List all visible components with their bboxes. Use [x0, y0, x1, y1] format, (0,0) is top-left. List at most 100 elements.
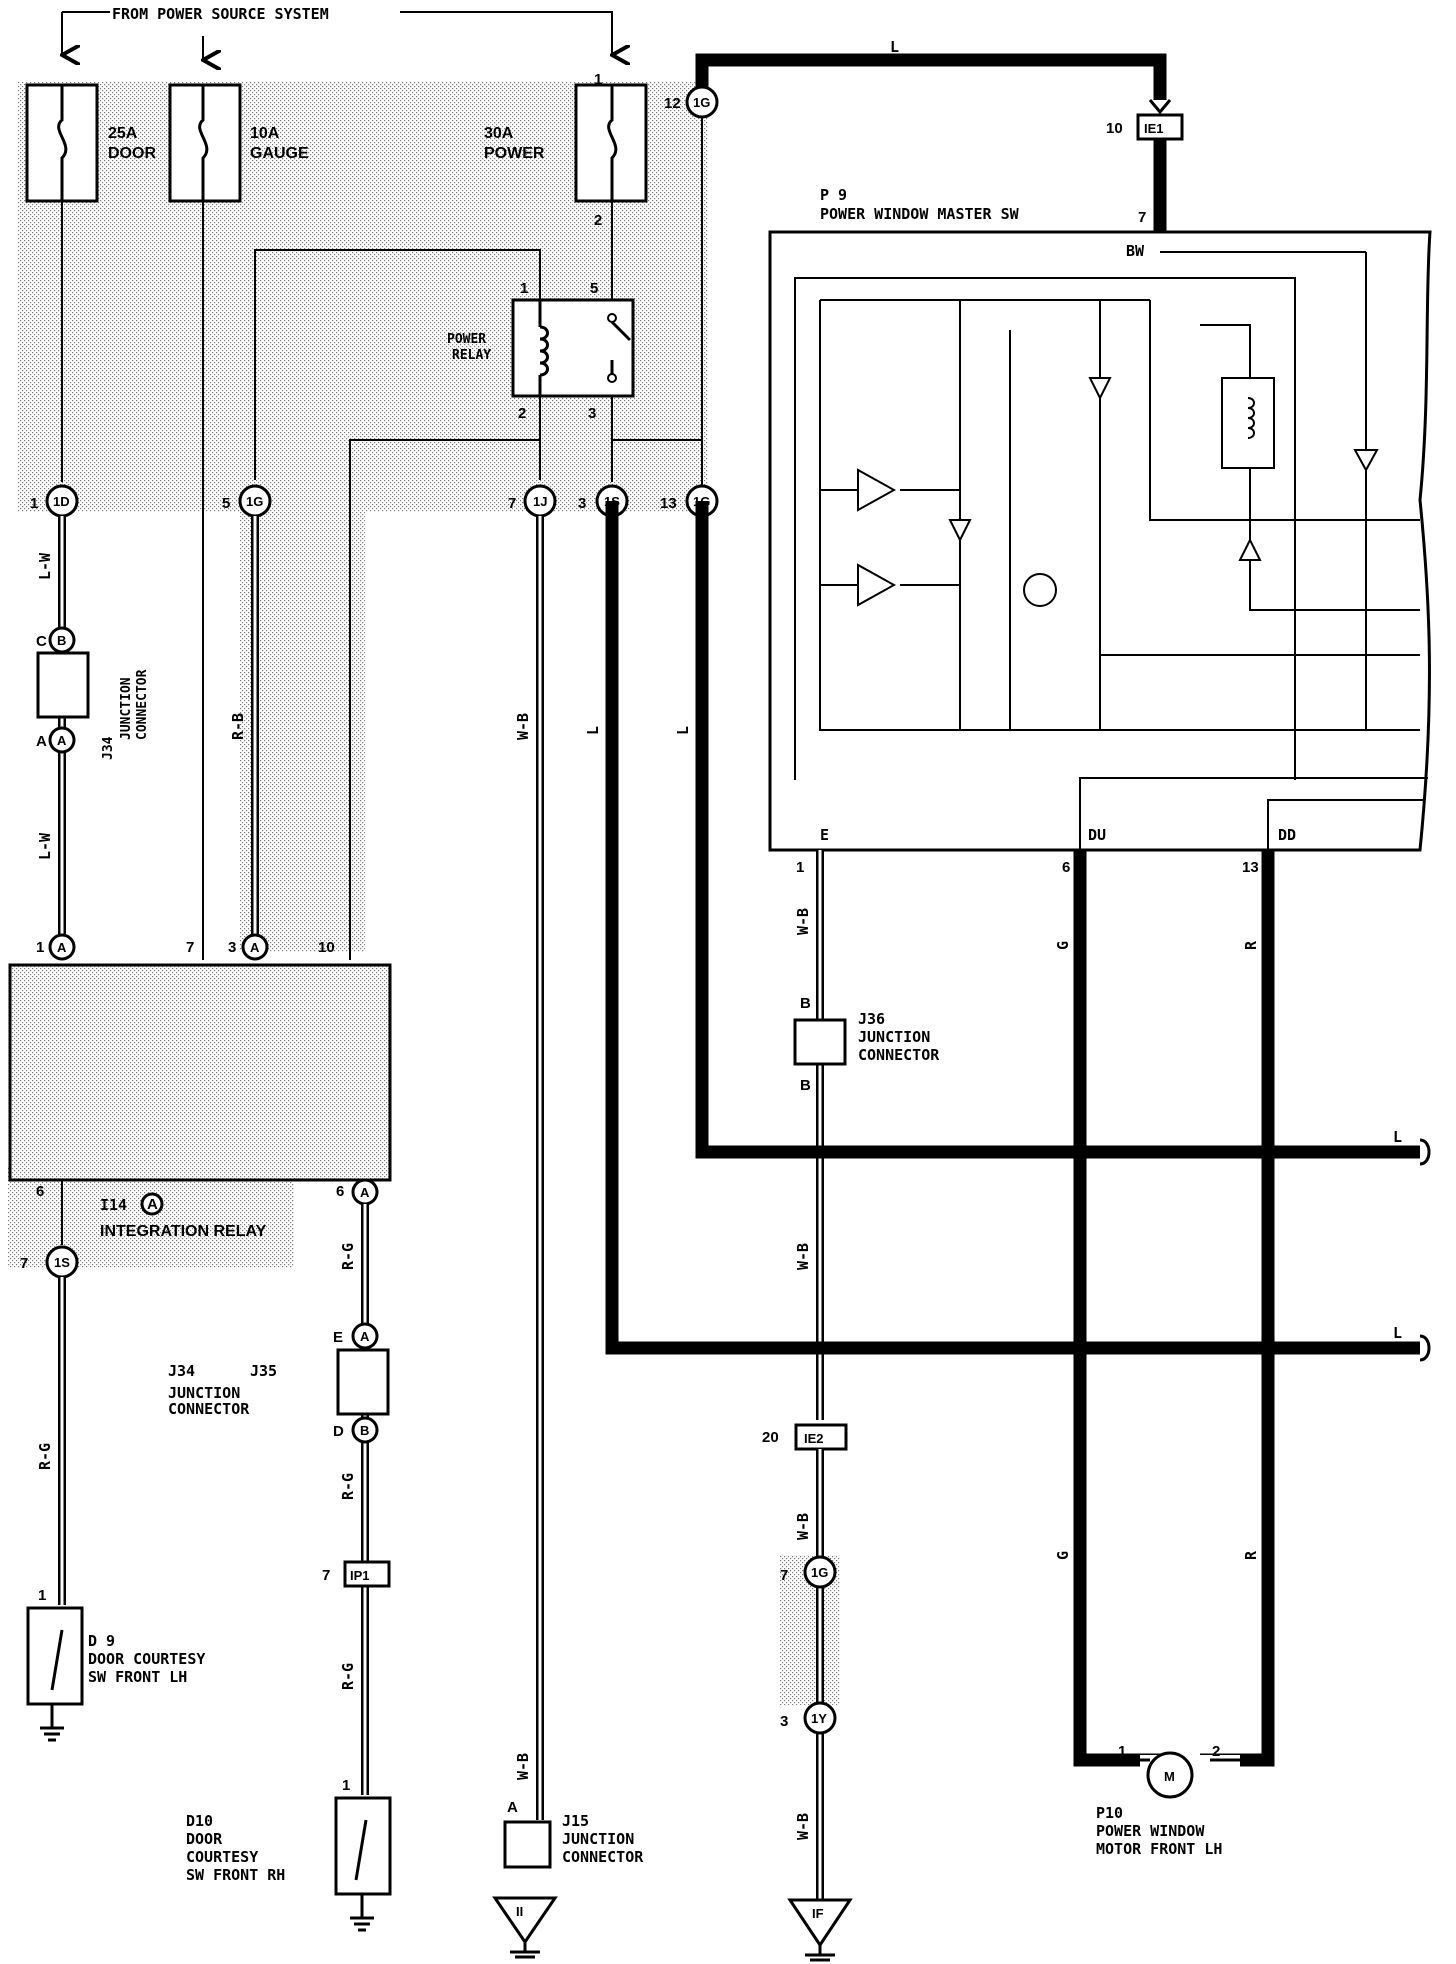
svg-text:2: 2	[518, 405, 526, 422]
svg-text:G: G	[1054, 1551, 1072, 1560]
svg-text:R-G: R-G	[36, 1443, 54, 1470]
svg-text:POWER WINDOW: POWER WINDOW	[1096, 1822, 1205, 1840]
svg-text:1: 1	[796, 859, 804, 876]
svg-text:A: A	[360, 1185, 370, 1200]
svg-text:1J: 1J	[533, 494, 547, 509]
svg-text:POWER: POWER	[484, 145, 545, 162]
svg-text:W-B: W-B	[794, 908, 812, 935]
svg-text:J34: J34	[101, 736, 116, 760]
svg-text:1G: 1G	[246, 494, 263, 509]
power-window-master-switch: P 9 POWER WINDOW MASTER SW BW E DU DD	[768, 186, 1432, 852]
svg-text:CONNECTOR: CONNECTOR	[562, 1848, 644, 1866]
svg-text:DD: DD	[1278, 826, 1296, 844]
svg-text:D10: D10	[186, 1812, 213, 1830]
fuse-25a-door: 25A DOOR	[25, 83, 156, 203]
door-courtesy-switch-d9: 1 D 9 DOOR COURTESY SW FRONT LH	[26, 1587, 205, 1742]
svg-text:CONNECTOR: CONNECTOR	[168, 1400, 250, 1418]
svg-text:W-B: W-B	[794, 1513, 812, 1540]
svg-text:10: 10	[318, 939, 335, 956]
svg-text:B: B	[800, 1077, 811, 1094]
svg-text:A: A	[507, 1799, 518, 1816]
connector-1g-5: 1G 5	[222, 484, 272, 518]
svg-text:1: 1	[36, 939, 44, 956]
svg-text:CONNECTOR: CONNECTOR	[135, 669, 150, 740]
svg-text:BW: BW	[1126, 242, 1145, 260]
svg-text:DOOR: DOOR	[108, 145, 156, 162]
svg-text:E: E	[820, 826, 829, 844]
svg-text:A: A	[360, 1329, 370, 1344]
svg-text:L: L	[890, 38, 899, 56]
svg-text:B: B	[360, 1423, 369, 1438]
svg-text:DU: DU	[1088, 826, 1106, 844]
connector-ie1: IE1 10	[1106, 99, 1184, 141]
svg-text:B: B	[800, 995, 811, 1012]
svg-text:3: 3	[228, 939, 236, 956]
svg-text:1Y: 1Y	[811, 1711, 827, 1726]
connector-1y: 1Y 3	[780, 1701, 837, 1735]
connector-1s-7: 1S 7	[20, 1245, 79, 1279]
power-relay: POWER RELAY 1 5 2 3	[447, 280, 635, 422]
svg-text:1: 1	[1118, 1743, 1126, 1760]
svg-text:R-G: R-G	[339, 1663, 357, 1690]
svg-text:COURTESY: COURTESY	[186, 1848, 258, 1866]
svg-text:E: E	[333, 1329, 343, 1346]
svg-text:J34: J34	[168, 1362, 195, 1380]
shaded-junction-block	[8, 82, 840, 1705]
svg-text:A: A	[57, 940, 67, 955]
connector-1g-7: 1G 7	[780, 1555, 837, 1589]
svg-text:C: C	[36, 633, 47, 650]
svg-text:1: 1	[38, 1587, 46, 1604]
svg-text:IF: IF	[812, 1906, 824, 1921]
svg-text:JUNCTION: JUNCTION	[858, 1028, 930, 1046]
svg-text:W-B: W-B	[794, 1243, 812, 1270]
power-window-motor-p10: M 1 2 P10 POWER WINDOW MOTOR FRONT LH	[1096, 1743, 1248, 1858]
connector-1j: 1J 7	[508, 484, 557, 518]
svg-text:M: M	[1164, 1769, 1175, 1784]
svg-text:7: 7	[186, 939, 194, 956]
svg-text:I14: I14	[100, 1196, 127, 1214]
svg-text:MOTOR FRONT LH: MOTOR FRONT LH	[1096, 1840, 1222, 1858]
svg-text:A: A	[36, 733, 47, 750]
svg-text:INTEGRATION RELAY: INTEGRATION RELAY	[100, 1223, 267, 1240]
svg-text:P10: P10	[1096, 1804, 1123, 1822]
svg-text:JUNCTION: JUNCTION	[562, 1830, 634, 1848]
connector-1d: 1D 1	[30, 484, 79, 518]
svg-text:L: L	[1393, 1128, 1402, 1146]
svg-text:10: 10	[1106, 120, 1123, 137]
svg-text:R-B: R-B	[229, 713, 247, 740]
svg-text:J36: J36	[858, 1010, 885, 1028]
svg-text:IE2: IE2	[804, 1431, 824, 1446]
svg-text:POWER: POWER	[447, 332, 486, 347]
svg-text:2: 2	[594, 212, 602, 229]
svg-text:IE1: IE1	[1144, 121, 1164, 136]
svg-text:GAUGE: GAUGE	[250, 145, 309, 162]
ground-if: IF	[787, 1898, 853, 1962]
svg-text:L: L	[1393, 1324, 1402, 1342]
svg-text:J15: J15	[562, 1812, 589, 1830]
svg-text:1S: 1S	[54, 1255, 70, 1270]
svg-text:JUNCTION: JUNCTION	[168, 1384, 240, 1402]
svg-text:D 9: D 9	[88, 1632, 115, 1650]
svg-text:10A: 10A	[250, 125, 280, 142]
svg-text:1: 1	[342, 1777, 350, 1794]
svg-text:L: L	[674, 726, 692, 735]
svg-text:25A: 25A	[108, 125, 138, 142]
source-label: FROM POWER SOURCE SYSTEM	[112, 5, 329, 23]
svg-text:L-W: L-W	[36, 552, 54, 580]
fuse-10a-gauge: 10A GAUGE	[168, 83, 309, 203]
door-courtesy-switch-d10: 1 D10 DOOR COURTESY SW FRONT RH	[186, 1777, 392, 1932]
svg-text:7: 7	[20, 1255, 28, 1272]
svg-text:13: 13	[1242, 859, 1259, 876]
integration-relay: A 1 A 3 7 10 6 A 6 I14 A INTEGRATION REL…	[8, 933, 392, 1240]
svg-text:DOOR: DOOR	[186, 1830, 223, 1848]
svg-text:J35: J35	[250, 1362, 277, 1380]
svg-text:D: D	[333, 1423, 344, 1440]
svg-text:SW FRONT RH: SW FRONT RH	[186, 1866, 285, 1884]
svg-text:II: II	[516, 1904, 523, 1919]
svg-text:1G: 1G	[811, 1565, 828, 1580]
svg-text:1: 1	[594, 71, 602, 88]
svg-text:6: 6	[1062, 859, 1070, 876]
svg-text:30A: 30A	[484, 125, 514, 142]
ground-ii: II	[492, 1896, 558, 1959]
svg-text:W-B: W-B	[514, 1753, 532, 1780]
